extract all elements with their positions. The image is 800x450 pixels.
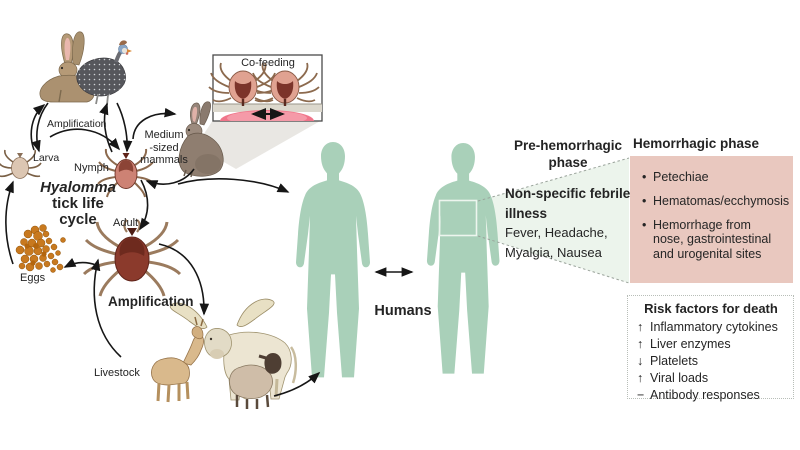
hemorrhagic-bullet: • Hemorrhage from nose, gastrointestinal… [642,218,783,262]
hemorrhagic-bullet: • Hematomas/ecchymosis [642,193,789,209]
amplification-livestock-label: Amplification [108,294,194,309]
risk-factor-text: Antibody responses [650,388,760,402]
eggs-illustration [15,224,66,273]
hemorrhagic-bullet: • Petechiae [642,170,783,185]
minus-icon: − [637,388,645,402]
arrows-layer [4,102,414,397]
bullet-icon: • [642,217,647,232]
risk-factor-text: Viral loads [650,371,709,385]
cycle-title-species: Hyalomma [40,179,116,196]
inset-callout-wedge [196,120,322,169]
symptoms-text: Fever, Headache, Myalgia, Nausea [505,225,608,260]
arrow-bird-to-nymph [116,102,133,153]
adult-tick-illustration [82,219,182,297]
nymph-tick-illustration [97,148,155,198]
risk-factor-item: ↑ Viral loads [637,370,785,387]
risk-factor-item: ↓ Platelets [637,353,785,370]
medium-mammals-line1: Medium [144,129,184,141]
risk-factor-text: Liver enzymes [650,337,731,351]
bullet-icon: • [642,193,647,208]
non-specific-illness-text: Non-specific febrile illness [505,186,631,221]
risk-factor-text: Inflammatory cytokines [650,320,778,334]
risk-factor-item: − Antibody responses [637,387,785,404]
projection-dotted-lines [477,157,630,284]
feeding-ticks [228,70,300,106]
down-arrow-icon: ↓ [637,354,644,368]
hemorrhagic-bullet-text: Hemorrhage from nose, gastrointestinal a… [653,217,772,262]
cycle-title-line3: cycle [59,211,97,229]
up-arrow-icon: ↑ [637,337,644,351]
risk-factor-item: ↑ Inflammatory cytokines [637,319,785,336]
human-silhouette-right [426,142,500,374]
arrow-livestock-to-adult [90,258,122,358]
pre-hemorrhagic-phase-title: Pre-hemorrhagic phase [513,138,623,170]
cofeeding-inset-box [208,54,323,122]
eggs-label: Eggs [20,272,46,284]
arrow-nymph-to-rabbit [132,107,177,140]
cycle-title: Hyalomma tick life cycle [36,179,120,229]
rabbit-illustration [178,101,224,178]
hemorrhagic-phase-panel: • Petechiae • Hematomas/ecchymosis • Hem… [630,156,793,283]
arrow-adult-to-livestock [158,243,210,316]
hemorrhagic-bullet-text: Petechiae [653,170,709,184]
medium-mammals-line2: -sized [149,141,179,154]
torso-zoom-square [438,199,478,237]
pre-hemorrhagic-phase-body: Non-specific febrile illness Fever, Head… [505,184,635,262]
risk-factor-text: Platelets [650,354,698,368]
adult-label: Adult [113,217,139,229]
up-arrow-icon: ↑ [637,320,644,334]
arrow-hare-to-larva [31,102,49,153]
arrow-larva-to-nymph [49,128,121,151]
arrow-eggs-to-larva [4,180,14,265]
livestock-illustration [151,298,297,409]
arrow-adult-to-eggs [63,258,97,268]
guineafowl-illustration [76,40,132,106]
arrow-livestock-to-human [273,371,321,397]
risk-factors-box: Risk factors for death ↑ Inflammatory cy… [627,295,794,402]
medium-mammals-label: Medium -sized mammals [134,129,194,167]
nymph-label: Nymph [74,162,109,174]
feeding-tick-legs [208,62,320,103]
arrow-rabbit-to-nymph [145,168,195,190]
projection-trapezoid [478,158,629,283]
risk-factor-item: ↑ Liver enzymes [637,336,785,353]
risk-factors-title: Risk factors for death [644,301,778,316]
larva-label: Larva [33,152,60,164]
livestock-label: Livestock [94,367,140,379]
arrow-cycle-to-human [177,178,290,193]
hemorrhagic-phase-title: Hemorrhagic phase [633,136,760,151]
human-silhouette-left [296,142,370,378]
arrow-nymph-to-adult [139,179,150,231]
cycle-title-line2: tick life [52,195,104,213]
humans-label: Humans [374,303,432,319]
cofeeding-title: Co-feeding [241,57,295,69]
hemorrhagic-bullet-text: Hematomas/ecchymosis [653,193,790,208]
bullet-icon: • [642,170,647,184]
up-arrow-icon: ↑ [637,371,644,385]
larva-tick-illustration [0,149,42,179]
medium-mammals-line3: mammals [140,154,188,167]
amplification-small-hosts-label: Amplification [47,118,107,130]
